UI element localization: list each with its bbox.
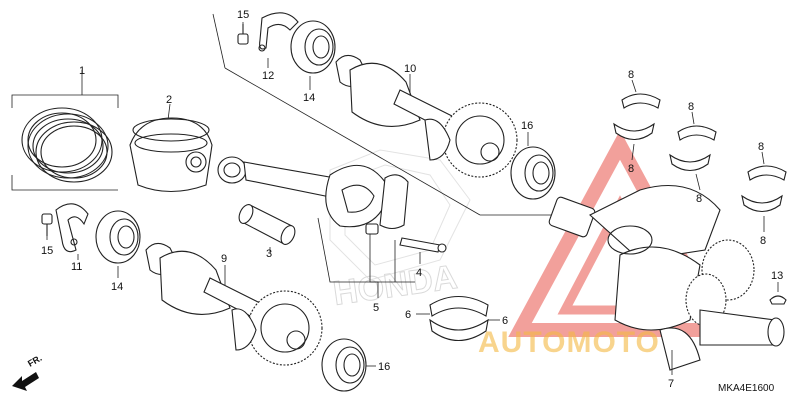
- callout-8d: 8: [696, 193, 702, 205]
- piston-ring-set: [11, 70, 119, 191]
- callout-1: 1: [79, 65, 85, 77]
- balancer-shaft-upper: [335, 54, 518, 178]
- callout-8f: 8: [760, 235, 766, 247]
- crankshaft: [548, 184, 785, 375]
- callout-8e: 8: [758, 141, 764, 153]
- woodruff-key: [769, 282, 787, 305]
- callout-8c: 8: [688, 101, 694, 113]
- ball-bearing-14-upper: [290, 20, 336, 90]
- piston: [129, 103, 213, 192]
- assembly-frame-lines: [212, 13, 560, 283]
- callout-5: 5: [373, 302, 379, 314]
- callout-15b: 15: [41, 245, 53, 257]
- callout-3: 3: [266, 248, 272, 260]
- setting-plate-lower: [55, 203, 89, 260]
- callout-13: 13: [771, 270, 783, 282]
- callout-8a: 8: [628, 69, 634, 81]
- callout-7: 7: [668, 378, 674, 390]
- callout-8b: 8: [628, 163, 634, 175]
- flange-bolt-upper: [237, 22, 249, 45]
- ball-bearing-16-upper: [510, 132, 556, 200]
- callout-6b: 6: [502, 315, 508, 327]
- callout-10: 10: [404, 63, 416, 75]
- ball-bearing-14-lower: [95, 210, 141, 278]
- callout-4: 4: [416, 267, 422, 279]
- balancer-shaft-lower: [145, 242, 323, 366]
- piston-pin: [238, 204, 296, 252]
- flange-bolt-lower: [41, 213, 53, 240]
- callout-14b: 14: [111, 281, 123, 293]
- callout-16b: 16: [378, 361, 390, 373]
- rod-bolt-and-cap: [365, 174, 447, 298]
- callout-15a: 15: [237, 9, 249, 21]
- connecting-rod: [217, 156, 391, 228]
- setting-plate-upper: [258, 12, 299, 68]
- diagram-code: MKA4E1600: [718, 383, 775, 394]
- callout-6a: 6: [405, 309, 411, 321]
- callout-16a: 16: [521, 120, 533, 132]
- callout-9: 9: [221, 253, 227, 265]
- callout-labels: 1 2 3 4 5 6 6 7 8 8 8 8 8 8 9 10 11 12 1…: [41, 9, 783, 390]
- callout-11: 11: [71, 261, 82, 273]
- main-bearing-shells: [613, 79, 787, 232]
- crankpin-bearing-shells: [416, 296, 500, 342]
- front-direction-marker: FR.: [12, 353, 44, 391]
- callout-2: 2: [166, 94, 172, 106]
- front-marker-label: FR.: [26, 353, 44, 369]
- callout-12: 12: [262, 70, 274, 82]
- ball-bearing-16-lower: [321, 338, 376, 392]
- callout-14a: 14: [303, 92, 315, 104]
- automoto-watermark-text: AUTOMOTO: [478, 326, 660, 359]
